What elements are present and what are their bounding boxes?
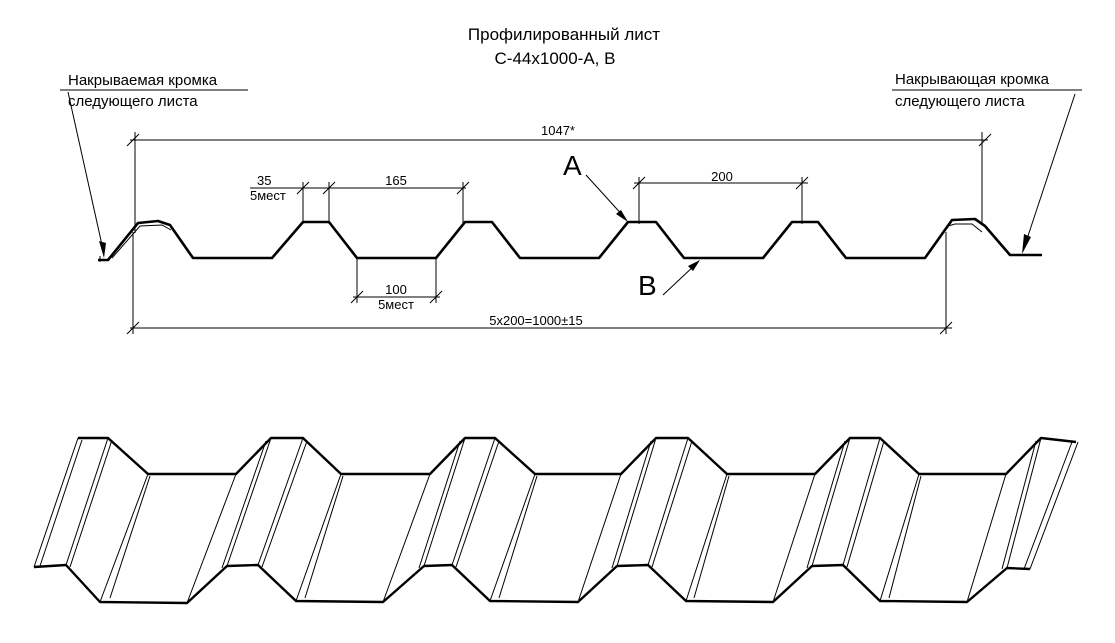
left-edge-label-line-2: следующего листа <box>68 93 198 110</box>
side-a-letter: A <box>563 150 582 181</box>
side-a-callout: A <box>563 150 628 222</box>
overall-width-dimension: 1047* <box>126 123 992 233</box>
isometric-view <box>33 436 1079 605</box>
left-edge-callout: Накрываемая кромка следующего листа <box>60 72 248 258</box>
pitch-dimension: 200 <box>632 169 809 224</box>
top-width-count: 5мест <box>250 188 286 203</box>
title-line-2: С-44х1000-А, В <box>495 49 616 68</box>
left-edge-label-line-1: Накрываемая кромка <box>68 72 218 89</box>
side-b-callout: B <box>638 260 700 301</box>
profile-inner-line <box>111 224 172 259</box>
working-width-dimension: 5х200=1000±15 <box>126 232 953 335</box>
iso-front-edge <box>33 563 1031 605</box>
bottom-width-dimension: 100 5мест <box>350 258 443 312</box>
top-width-value: 35 <box>257 173 271 188</box>
bottom-width-value: 100 <box>385 282 407 297</box>
rib-gap-value: 165 <box>385 173 407 188</box>
right-edge-label-line-2: следующего листа <box>895 93 1025 110</box>
left-edge-arrowhead <box>99 241 106 258</box>
iso-fold-lines <box>65 437 1042 604</box>
side-b-letter: B <box>638 270 657 301</box>
rib-gap-dimension: 165 <box>329 173 470 224</box>
profile-outer-line <box>98 217 1042 262</box>
right-edge-callout: Накрывающая кромка следующего листа <box>892 71 1082 254</box>
iso-back-edge <box>78 436 1077 476</box>
overall-width-value: 1047* <box>541 123 575 138</box>
pitch-value: 200 <box>711 169 733 184</box>
top-width-dimension: 35 5мест <box>250 173 336 224</box>
title-line-1: Профилированный лист <box>468 25 660 44</box>
working-width-value: 5х200=1000±15 <box>489 313 583 328</box>
right-edge-arrowhead <box>1022 234 1031 254</box>
bottom-width-count: 5мест <box>378 297 414 312</box>
right-edge-label-line-1: Накрывающая кромка <box>895 71 1050 88</box>
cross-section-profile <box>98 217 1042 262</box>
iso-stiffener-lines <box>109 475 922 599</box>
